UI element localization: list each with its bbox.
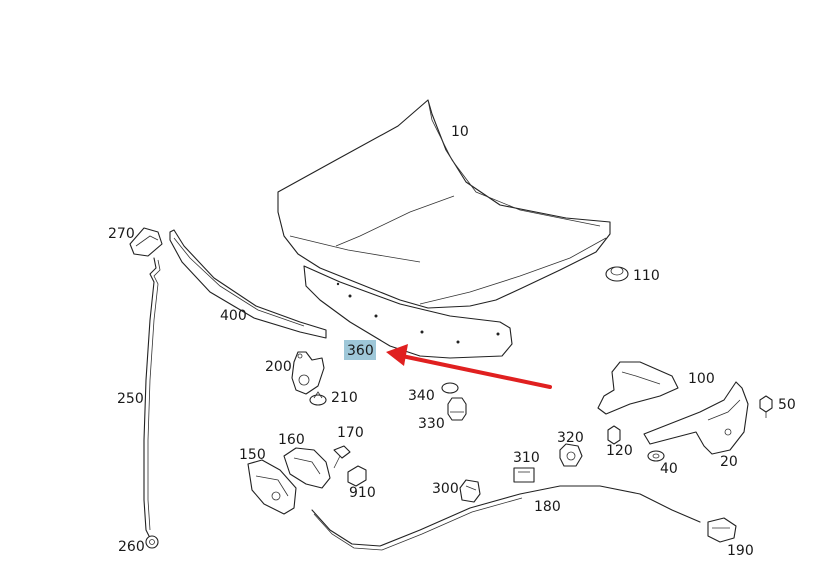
label-10: 10 xyxy=(451,124,469,140)
release-cable-part-250 xyxy=(143,257,161,539)
part-360-highlight xyxy=(344,340,376,360)
label-330: 330 xyxy=(418,416,445,432)
bolt-part-170 xyxy=(333,445,351,469)
grommet-part-110 xyxy=(605,266,629,282)
label-110: 110 xyxy=(633,268,660,284)
label-20: 20 xyxy=(720,454,738,470)
washer-part-340 xyxy=(441,382,459,394)
label-120: 120 xyxy=(606,443,633,459)
label-210: 210 xyxy=(331,390,358,406)
label-320: 320 xyxy=(557,430,584,446)
label-170: 170 xyxy=(337,425,364,441)
label-400: 400 xyxy=(220,308,247,324)
label-250: 250 xyxy=(117,391,144,407)
lock-part-300 xyxy=(459,479,481,503)
label-200: 200 xyxy=(265,359,292,375)
clip-part-120 xyxy=(607,425,621,445)
label-340: 340 xyxy=(408,388,435,404)
release-handle-part-270 xyxy=(129,227,163,257)
cable-end-part-260 xyxy=(145,535,159,549)
cable-part-180 xyxy=(311,485,701,551)
label-910: 910 xyxy=(349,485,376,501)
insulation-pad-part-360 xyxy=(303,265,513,359)
label-300: 300 xyxy=(432,481,459,497)
sensor-part-320 xyxy=(559,443,583,467)
hood-part-10 xyxy=(277,99,611,309)
hinge-part-20 xyxy=(643,381,749,455)
label-260: 260 xyxy=(118,539,145,555)
nut-part-910 xyxy=(347,465,367,487)
label-190: 190 xyxy=(727,543,754,559)
seal-strip-part-400 xyxy=(169,229,327,339)
label-310: 310 xyxy=(513,450,540,466)
red-pointer-arrow xyxy=(386,344,552,389)
buffer-part-330 xyxy=(447,397,467,421)
label-360: 360 xyxy=(347,343,374,359)
label-50: 50 xyxy=(778,397,796,413)
cable-end-part-190 xyxy=(707,517,737,543)
hinge-cover-part-100 xyxy=(597,361,679,415)
label-180: 180 xyxy=(534,499,561,515)
bolt-part-50 xyxy=(759,395,773,418)
clip-part-210 xyxy=(309,391,327,406)
switch-part-310 xyxy=(513,467,535,483)
label-100: 100 xyxy=(688,371,715,387)
label-40: 40 xyxy=(660,461,678,477)
washer-part-40 xyxy=(647,450,665,462)
lock-bracket-part-160 xyxy=(283,447,331,489)
label-160: 160 xyxy=(278,432,305,448)
label-270: 270 xyxy=(108,226,135,242)
hood-lock-part-150 xyxy=(247,459,297,515)
label-150: 150 xyxy=(239,447,266,463)
bracket-part-200 xyxy=(291,351,325,395)
